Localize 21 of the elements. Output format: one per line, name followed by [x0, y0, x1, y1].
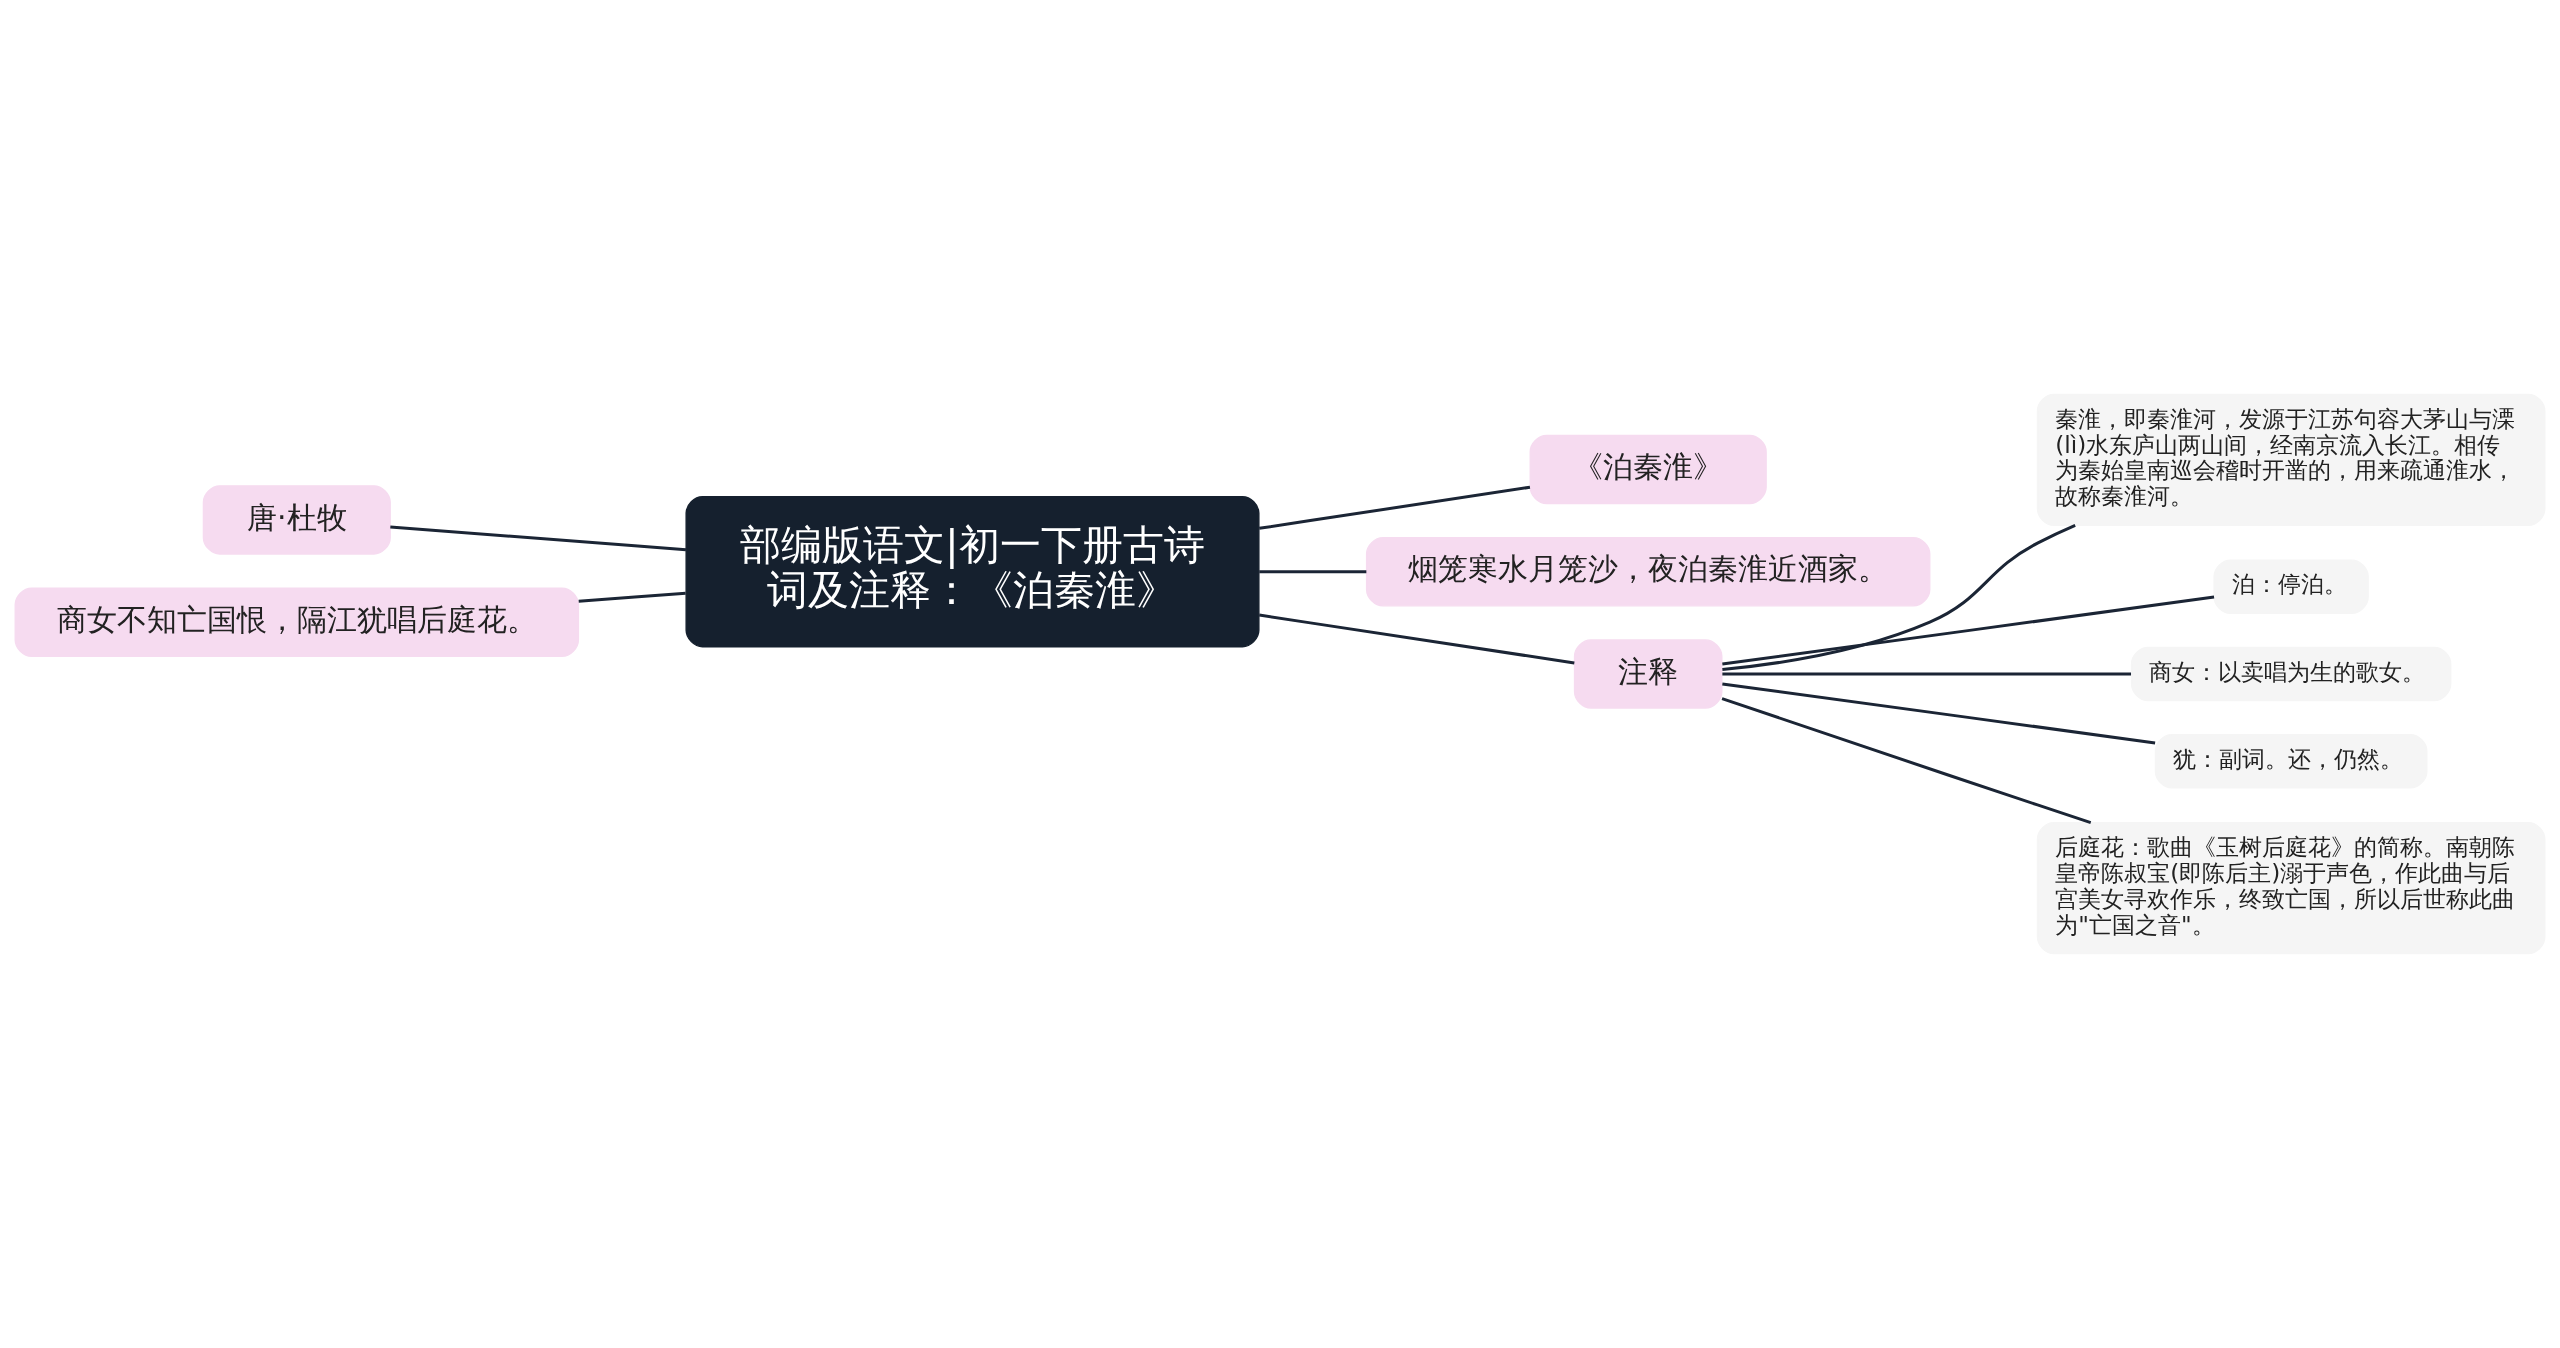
node-box: 烟笼寒水月笼沙，夜泊秦淮近酒家。: [1365, 536, 1931, 607]
node-box: 犹：副词。还，仍然。: [2154, 734, 2428, 789]
node-box: 秦淮，即秦淮河，发源于江苏句容大茅山与溧(lì)水东庐山两山间，经南京流入长江。相传为秦始皇南巡会稽时开凿的，用来疏通淮水，故称秦淮河。: [2036, 393, 2546, 527]
node-box: 《泊秦淮》: [1529, 434, 1767, 505]
node-box: 唐·杜牧: [202, 485, 391, 555]
node-box: 部编版语文|初一下册古诗词及注释：《泊秦淮》: [685, 496, 1260, 648]
connector: [1722, 672, 2131, 676]
connector: [1721, 697, 2092, 825]
connector: [1259, 570, 1367, 574]
node-box: 商女：以卖唱为生的歌女。: [2130, 646, 2452, 702]
connector: [1722, 682, 2156, 745]
connector: [1722, 524, 2076, 671]
connector: [1722, 595, 2215, 666]
connector: [1259, 485, 1531, 530]
node-box: 泊：停泊。: [2213, 559, 2369, 614]
node-box: 后庭花：歌曲《玉树后庭花》的简称。南朝陈皇帝陈叔宝(即陈后主)溺于声色，作此曲与后宫美女寻欢作乐，终致亡国，所以后世称此曲为"亡国之音"。: [2036, 821, 2546, 955]
connector: [1259, 613, 1575, 665]
node-box: 注释: [1573, 639, 1723, 709]
connector: [578, 591, 686, 603]
node-box: 商女不知亡国恨，隔江犹唱后庭花。: [14, 587, 580, 657]
connector: [390, 525, 687, 552]
